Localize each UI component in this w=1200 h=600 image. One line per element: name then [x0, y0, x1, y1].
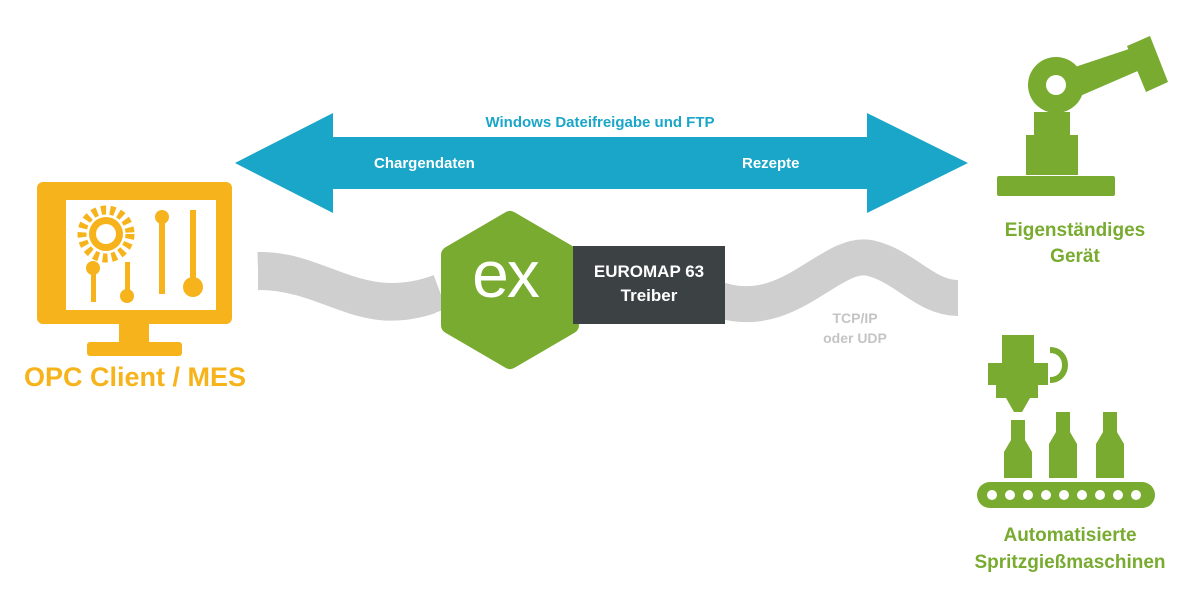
ex-logo-hexagon — [441, 211, 579, 369]
device-label-line2: Gerät — [1050, 246, 1100, 267]
arrow-right-label: Rezepte — [742, 155, 800, 172]
machine-label: Automatisierte Spritzgießmaschinen — [940, 522, 1200, 576]
device-label: Eigenständiges Gerät — [960, 218, 1190, 270]
driver-label: EUROMAP 63 Treiber — [573, 260, 725, 308]
conveyor-icon — [977, 482, 1155, 508]
driver-label-line2: Treiber — [620, 286, 678, 305]
arrow-left-label: Chargendaten — [374, 155, 475, 172]
robot-arm-icon — [997, 36, 1168, 196]
device-label-line1: Eigenständiges — [1004, 220, 1146, 241]
machine-label-line1: Automatisierte — [1003, 525, 1137, 546]
connection-label: TCP/IP oder UDP — [790, 308, 920, 348]
ex-logo-text: ex — [472, 237, 540, 311]
arrow-title: Windows Dateifreigabe und FTP — [485, 114, 715, 131]
bidirectional-arrow — [235, 113, 968, 213]
gear-icon — [77, 205, 135, 263]
opc-client-label: OPC Client / MES — [23, 362, 247, 392]
slider-icon — [86, 210, 203, 303]
driver-box — [573, 246, 725, 324]
bottle-icon — [1004, 412, 1124, 478]
connection-label-line1: TCP/IP — [832, 310, 878, 326]
monitor-icon — [37, 182, 232, 356]
injection-machine-icon — [988, 335, 1068, 412]
connection-wave-left — [257, 252, 447, 320]
machine-label-line2: Spritzgießmaschinen — [974, 552, 1166, 573]
connection-label-line2: oder UDP — [823, 330, 887, 346]
driver-label-line1: EUROMAP 63 — [593, 262, 705, 281]
